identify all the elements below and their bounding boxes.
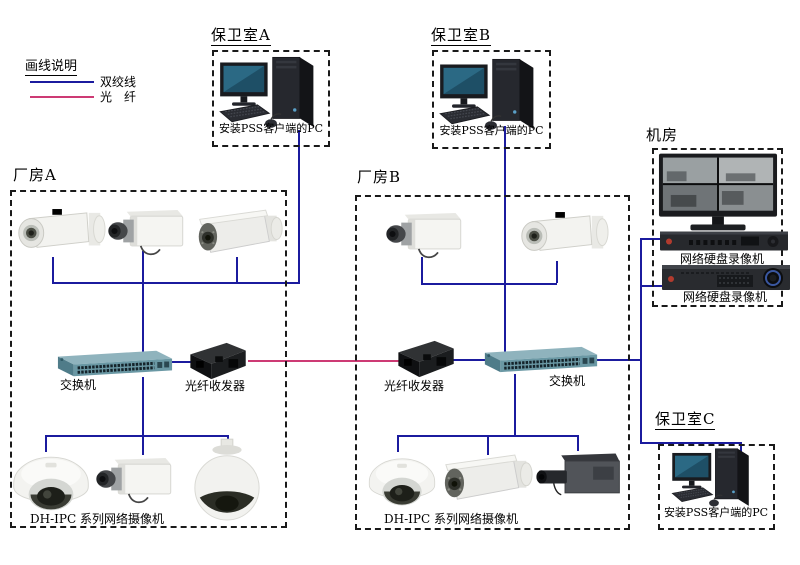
- nvr-label: 网络硬盘录像机: [679, 252, 764, 266]
- twisted-pair-wire: [45, 435, 229, 437]
- guard-room-b-box: [432, 50, 551, 149]
- desktop-pc-image: [216, 54, 326, 132]
- bullet-camera-image: [517, 205, 609, 267]
- nvr-image: [659, 230, 789, 252]
- desktop-pc-image: [436, 56, 546, 134]
- legend-twisted-pair-line: [30, 81, 94, 83]
- guard-room-a-title: 保卫室A: [211, 26, 271, 47]
- twisted-pair-wire: [421, 257, 423, 283]
- surveillance-monitor-image: [657, 151, 779, 235]
- twisted-pair-wire: [421, 283, 557, 285]
- twisted-pair-wire: [740, 444, 742, 456]
- ptz-dome-camera-image: [190, 437, 264, 527]
- twisted-pair-wire: [556, 261, 558, 283]
- dark-box-camera-image: [535, 447, 625, 505]
- box-camera-image: [382, 209, 466, 259]
- twisted-pair-wire: [45, 437, 47, 452]
- factory-a-transceiver-label: 光纤收发器: [185, 379, 246, 393]
- twisted-pair-wire: [168, 361, 194, 363]
- guard-room-c-box: [658, 444, 775, 530]
- twisted-pair-wire: [397, 437, 399, 452]
- factory-b-box: [355, 195, 630, 530]
- twisted-pair-wire: [514, 374, 516, 436]
- nvr-label: 网络硬盘录像机: [682, 290, 767, 304]
- twisted-pair-wire: [397, 435, 579, 437]
- twisted-pair-wire: [142, 377, 144, 435]
- legend-fiber-label: 光 纤: [100, 90, 137, 104]
- factory-a-box: [10, 190, 287, 528]
- twisted-pair-wire: [640, 442, 742, 444]
- network-switch-image: [54, 347, 176, 380]
- guard-room-c-title: 保卫室C: [655, 410, 716, 431]
- twisted-pair-wire: [142, 251, 144, 282]
- legend-title: 画线说明: [25, 55, 78, 76]
- twisted-pair-wire: [52, 257, 54, 282]
- box-camera-image: [92, 453, 176, 505]
- twisted-pair-wire: [448, 359, 492, 361]
- bullet-camera-image: [14, 202, 106, 264]
- ir-bullet-camera-image: [442, 451, 534, 509]
- guard-room-b-title: 保卫室B: [431, 26, 492, 47]
- factory-b-transceiver-label: 光纤收发器: [384, 379, 445, 393]
- factory-a-title: 厂房A: [13, 166, 57, 184]
- twisted-pair-wire: [487, 437, 489, 455]
- legend-twisted-pair-label: 双绞线: [100, 75, 137, 89]
- factory-b-switch-label: 交换机: [549, 374, 586, 388]
- guard-room-b-pc-label: 安装PSS客户端的PC: [439, 124, 544, 137]
- guard-room-c-pc-label: 安装PSS客户端的PC: [663, 506, 769, 519]
- factory-b-cameras-label: DH-IPC 系列网络摄像机: [384, 512, 518, 526]
- twisted-pair-wire: [142, 437, 144, 455]
- factory-a-cameras-label: DH-IPC 系列网络摄像机: [30, 512, 164, 526]
- factory-b-title: 厂房B: [357, 168, 402, 186]
- factory-a-switch-label: 交换机: [60, 378, 97, 392]
- equipment-room-title: 机房: [646, 126, 679, 144]
- twisted-pair-wire: [596, 359, 642, 361]
- fiber-wire: [248, 360, 404, 362]
- twisted-pair-wire: [642, 285, 668, 287]
- twisted-pair-wire: [52, 282, 300, 284]
- box-camera-image: [104, 206, 188, 256]
- equipment-room-box: [652, 148, 783, 307]
- fiber-transceiver-image: [188, 341, 250, 383]
- guard-room-a-pc-label: 安装PSS客户端的PC: [218, 122, 324, 135]
- nvr-image: [661, 264, 791, 291]
- legend-fiber-line: [30, 96, 94, 98]
- ir-bullet-camera-image: [196, 205, 284, 263]
- twisted-pair-wire: [577, 437, 579, 451]
- twisted-pair-wire: [298, 130, 300, 283]
- twisted-pair-wire: [142, 284, 144, 352]
- twisted-pair-wire: [504, 126, 506, 352]
- network-switch-image: [481, 343, 601, 376]
- guard-room-a-box: [212, 50, 330, 147]
- fiber-transceiver-image: [396, 339, 458, 381]
- twisted-pair-wire: [236, 257, 238, 282]
- twisted-pair-wire: [640, 238, 642, 444]
- desktop-pc-image: [661, 446, 767, 510]
- dome-camera-image: [366, 449, 438, 521]
